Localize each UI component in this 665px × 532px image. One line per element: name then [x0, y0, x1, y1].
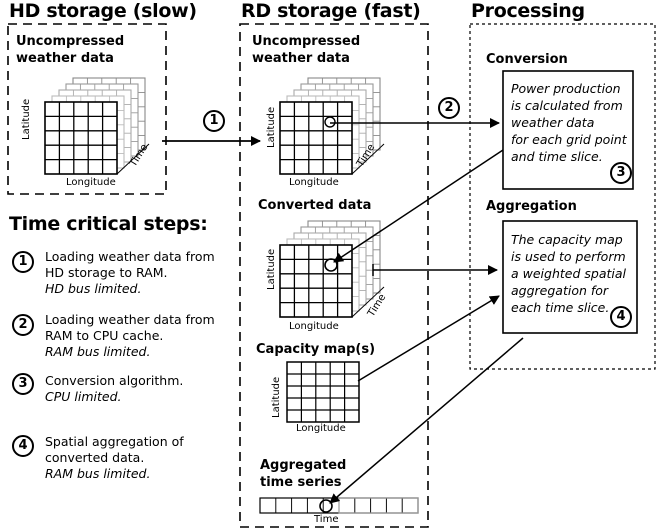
step-number-badge: 1	[12, 251, 34, 273]
conv-latitude-label: Latitude	[266, 248, 277, 290]
aggregated-series-label: Aggregated time series	[260, 458, 347, 490]
front-slice	[279, 101, 353, 175]
time-axis-line	[351, 286, 385, 318]
future-time-cells	[338, 497, 419, 514]
step-limit: CPU limited.	[45, 389, 122, 404]
conversion-title: Conversion	[486, 52, 568, 67]
arrow-aggregation-to-timeseries	[329, 337, 524, 504]
step-text: Loading weather data from RAM to CPU cac…	[45, 312, 215, 343]
processing-box	[469, 23, 656, 370]
step-limit: HD bus limited.	[45, 281, 142, 296]
aggregation-line: is used to perform	[511, 249, 626, 264]
step-number-badge: 4	[12, 435, 34, 457]
step-text: Spatial aggregation of converted data.	[45, 434, 184, 465]
conversion-line: is calculated from	[511, 98, 623, 113]
time-axis-line	[116, 143, 150, 175]
step-limit: RAM bus limited.	[45, 466, 151, 481]
step-description: Loading weather data from RAM to CPU cac…	[45, 312, 225, 360]
converted-data-cube	[279, 220, 385, 318]
conversion-line: and time slice.	[511, 149, 603, 164]
rd-latitude-label: Latitude	[266, 106, 277, 148]
processing-title: Processing	[471, 0, 585, 22]
aggregation-line: aggregation for	[511, 283, 609, 298]
grid-point-marker-weather	[324, 116, 336, 128]
rd-storage-box	[239, 23, 429, 528]
cap-longitude-label: Longitude	[296, 423, 346, 434]
capacity-map-grid	[286, 361, 360, 423]
step-description: Conversion algorithm. CPU limited.	[45, 373, 225, 405]
aggregation-line: a weighted spatial	[511, 266, 626, 281]
time-axis-line	[351, 143, 385, 175]
front-slice	[279, 244, 353, 318]
hd-storage-box	[7, 23, 167, 195]
step-description: Loading weather data from HD storage to …	[45, 249, 225, 297]
aggregation-line: each time slice.	[511, 300, 610, 315]
rd-longitude-label: Longitude	[289, 177, 339, 188]
step-description: Spatial aggregation of converted data. R…	[45, 434, 215, 482]
grid-point-marker-converted	[324, 258, 338, 272]
step-number-badge: 3	[12, 373, 34, 395]
conversion-line: for each grid point	[511, 132, 627, 147]
grid-point-marker-timeseries	[319, 499, 333, 513]
hd-storage-title: HD storage (slow)	[9, 0, 197, 22]
marker-step-2: 2	[438, 97, 460, 119]
conversion-line: Power production	[511, 81, 621, 96]
aggregation-line: The capacity map	[511, 232, 623, 247]
steps-title: Time critical steps:	[9, 213, 208, 235]
hd-longitude-label: Longitude	[66, 177, 116, 188]
converted-data-label: Converted data	[258, 198, 372, 213]
hd-latitude-label: Latitude	[21, 98, 32, 140]
conversion-text: Power production is calculated from weat…	[511, 80, 629, 165]
marker-step-4: 4	[610, 306, 632, 328]
step-text: Loading weather data from HD storage to …	[45, 249, 215, 280]
rd-storage-title: RD storage (fast)	[241, 0, 421, 22]
front-slice	[44, 101, 118, 175]
conv-longitude-label: Longitude	[289, 321, 339, 332]
cap-latitude-label: Latitude	[271, 376, 282, 418]
capacity-map-label: Capacity map(s)	[256, 342, 376, 357]
hd-weather-label: Uncompressed weather data	[16, 34, 125, 66]
step-limit: RAM bus limited.	[45, 344, 151, 359]
hd-weather-cube	[44, 77, 150, 175]
arrow-conversion-to-converted	[333, 149, 504, 263]
marker-step-3: 3	[610, 162, 632, 184]
conversion-line: weather data	[511, 115, 595, 130]
aggregation-title: Aggregation	[486, 199, 577, 214]
arrow-capacity-to-aggregation	[357, 295, 500, 382]
step-number-badge: 2	[12, 314, 34, 336]
aggregated-time-series-strip	[259, 497, 419, 514]
step-text: Conversion algorithm.	[45, 373, 184, 388]
capacity-map-frame	[286, 361, 360, 423]
ts-time-label: Time	[314, 514, 339, 525]
marker-step-1: 1	[203, 110, 225, 132]
rd-weather-label: Uncompressed weather data	[252, 34, 361, 66]
aggregation-text: The capacity map is used to perform a we…	[511, 231, 633, 316]
